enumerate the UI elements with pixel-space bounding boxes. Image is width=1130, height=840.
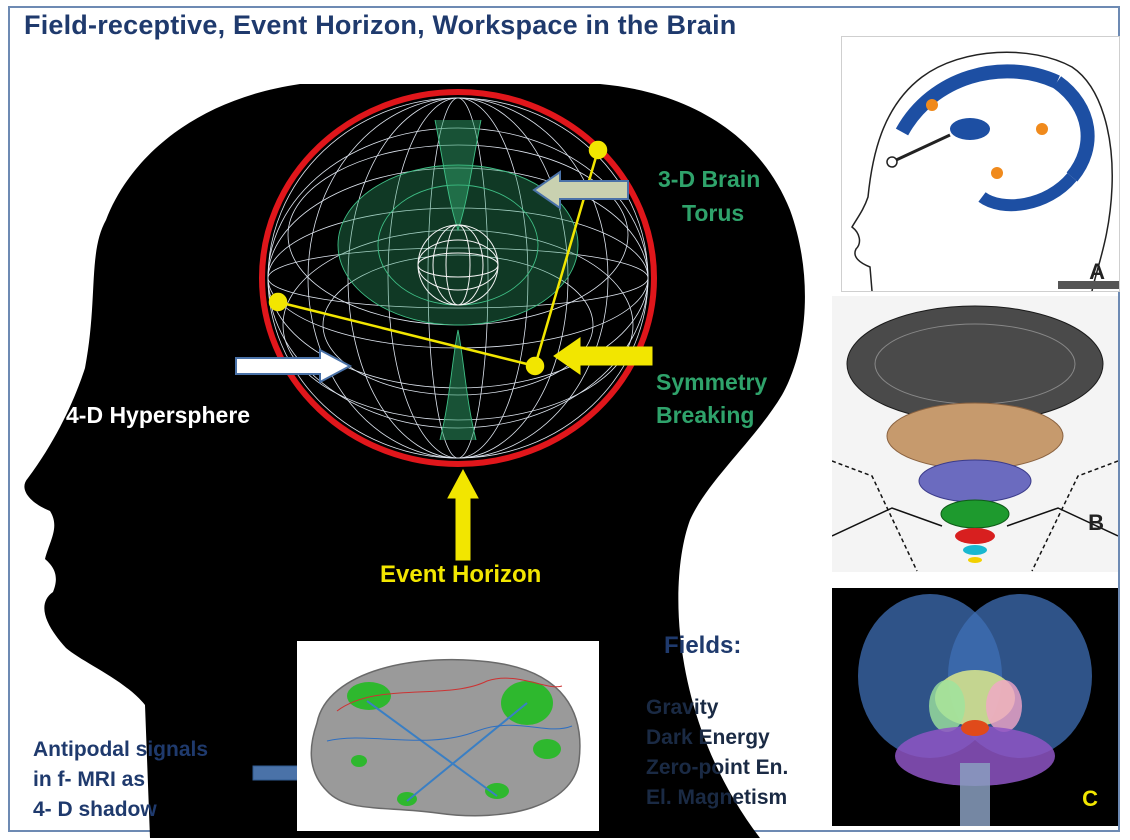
panel-a-drawing <box>851 51 1119 291</box>
figure-title: Field-receptive, Event Horizon, Workspac… <box>24 10 737 40</box>
torus-pointer-arrow <box>532 170 629 210</box>
field-item: Zero-point En. <box>646 756 789 779</box>
panel-c-drawing <box>858 594 1092 826</box>
panel-b-letter: B <box>1088 510 1104 535</box>
symmetry-label-line1: Symmetry <box>656 369 768 395</box>
field-item: Gravity <box>646 696 719 719</box>
brain-torus-label-line1: 3-D Brain <box>658 166 761 192</box>
field-item: El. Magnetism <box>646 786 788 809</box>
torus-wireframe <box>337 119 579 441</box>
field-item: Dark Energy <box>646 726 770 749</box>
event-horizon-label: Event Horizon <box>380 561 542 588</box>
hypersphere-label: 4-D Hypersphere <box>66 402 251 428</box>
panel-c-letter: C <box>1082 786 1098 811</box>
antipodal-label-line: 4- D shadow <box>33 798 157 821</box>
brain-torus-label-line2: Torus <box>682 200 745 226</box>
inner-sphere <box>417 224 499 306</box>
event-horizon-circle <box>259 89 657 467</box>
fmri-cortex-panel <box>297 641 599 831</box>
event-horizon-pointer-arrow <box>447 468 479 561</box>
symmetry-pointer-arrow <box>553 337 653 375</box>
hypersphere-pointer-arrow <box>235 348 353 384</box>
fields-heading: Fields: <box>664 632 742 659</box>
symmetry-label-line2: Breaking <box>656 402 755 428</box>
fmri-cortex-drawing <box>310 658 581 817</box>
panel-a-letter: A <box>1089 259 1105 284</box>
panel-a-workspace-sketch: A <box>841 36 1120 292</box>
antipodal-label-line: Antipodal signals <box>33 738 209 761</box>
antipodal-label-line: in f- MRI as <box>33 768 146 791</box>
panel-b-drawing <box>832 305 1118 572</box>
panel-c-translucent-brain: C <box>832 588 1118 826</box>
panel-b-stacked-tori: B <box>832 296 1118 572</box>
